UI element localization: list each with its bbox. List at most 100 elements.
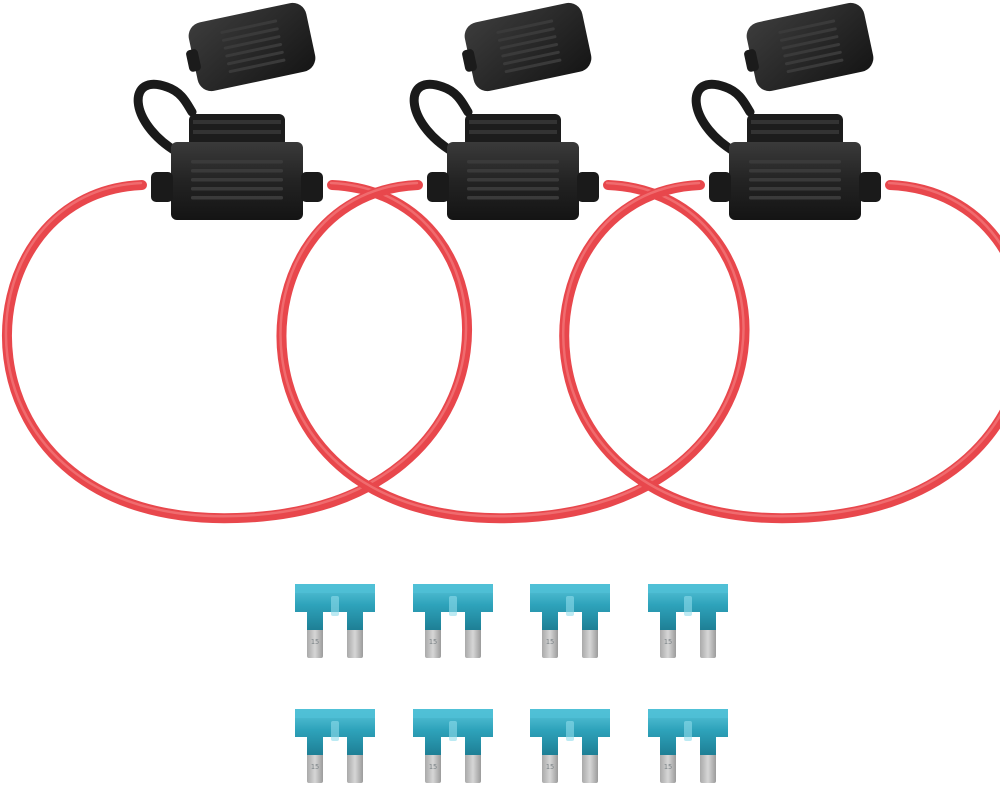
fuse-element	[684, 721, 692, 741]
blade-fuses: 15 15 15 15 15 15 15 15	[295, 584, 728, 783]
fuse-holder-3-wire-highlight	[562, 181, 1000, 518]
fuse-holder-1-cap-rib	[221, 27, 279, 42]
fuse-holder-2-grommet-left	[427, 172, 449, 202]
fuse-holder-2-cap-latch	[462, 49, 477, 72]
fuse-holder-2-grommet-right	[577, 172, 599, 202]
fuse-holder-1-cap-rib	[220, 19, 278, 34]
fuse-holder-3-cap-rib	[779, 27, 837, 42]
blade-fuse: 15	[530, 584, 610, 658]
fuse-top	[295, 709, 375, 718]
fuse-rating-label: 15	[311, 638, 319, 646]
fuse-holder-2-cap-rib	[496, 19, 554, 34]
fuse-holder-1	[133, 2, 323, 220]
fuse-holder-3-body-rib	[749, 178, 841, 182]
fuse-holder-1-neck-thread	[193, 130, 281, 134]
blade-fuse: 15	[648, 709, 728, 783]
fuse-rating-label: 15	[546, 763, 554, 771]
fuse-holder-2-body-rib	[467, 169, 559, 173]
fuse-rating-label: 15	[311, 763, 319, 771]
fuse-holder-3-cap-shell	[746, 2, 874, 92]
fuse-holder-3-tether	[691, 79, 755, 157]
blade-fuse: 15	[648, 584, 728, 658]
fuse-holder-1-cap-shell	[188, 2, 316, 92]
fuse-element	[566, 721, 574, 741]
fuse-holder-2-neck-thread	[469, 120, 557, 124]
fuse-rating-label: 15	[664, 763, 672, 771]
fuse-holder-1-grommet-left	[151, 172, 173, 202]
fuse-holder-2-neck-thread	[469, 130, 557, 134]
fuse-holder-1-body-rib	[191, 160, 283, 164]
blade-fuse: 15	[413, 584, 493, 658]
fuse-holder-2-cap-rib	[497, 27, 555, 42]
fuse-top	[295, 584, 375, 593]
fuse-holder-3-neck-thread	[751, 130, 839, 134]
blade-fuse: 15	[530, 709, 610, 783]
fuse-holder-3-body-rib	[749, 187, 841, 191]
fuse-holder-2	[409, 2, 599, 220]
fuse-holders	[133, 2, 881, 220]
fuse-rating-label: 15	[429, 638, 437, 646]
blade-fuse: 15	[413, 709, 493, 783]
fuse-holder-1-body-rib	[191, 187, 283, 191]
fuse-holder-1-wire	[2, 180, 472, 524]
fuse-holder-3-neck-thread	[751, 120, 839, 124]
fuse-top	[648, 584, 728, 593]
fuse-holder-2-body-rib	[467, 196, 559, 200]
fuse-holder-1-body-rib	[191, 178, 283, 182]
fuse-top	[648, 709, 728, 718]
fuse-holder-3-cap-rib	[781, 35, 839, 50]
fuse-holder-1-cap-rib	[223, 35, 281, 50]
fuse-holder-3-grommet-left	[709, 172, 731, 202]
fuse-holder-3	[691, 2, 881, 220]
fuse-rating-label: 15	[546, 638, 554, 646]
fuse-holder-2-body-rib	[467, 178, 559, 182]
fuse-holder-2-wire-highlight	[279, 181, 745, 518]
fuse-holder-3-cap	[744, 2, 874, 92]
fuse-top	[413, 584, 493, 593]
fuse-rating-label: 15	[664, 638, 672, 646]
fuse-top	[530, 584, 610, 593]
fuse-holder-3-cap-rib	[786, 58, 844, 74]
blade-fuse: 15	[295, 584, 375, 658]
fuse-holder-2-cap-rib	[501, 42, 559, 58]
fuse-holder-3-wire	[559, 180, 1000, 524]
fuse-element	[684, 596, 692, 616]
fuse-element	[449, 596, 457, 616]
fuse-element	[566, 596, 574, 616]
fuse-holder-2-cap-rib	[504, 58, 562, 74]
fuse-holder-1-tether	[133, 79, 197, 157]
fuse-holder-3-body-rib	[749, 160, 841, 164]
fuse-holder-2-cap	[462, 2, 592, 92]
fuse-holder-1-wire-highlight	[4, 181, 468, 518]
fuse-holder-3-grommet-right	[859, 172, 881, 202]
fuse-holder-2-wire	[276, 180, 750, 524]
fuse-holder-2-cap-rib	[502, 50, 560, 66]
fuse-holder-1-cap	[186, 2, 316, 92]
wire-loops	[2, 180, 1000, 524]
fuse-holder-1-body-rib	[191, 169, 283, 173]
fuse-holder-1-cap-rib	[226, 50, 284, 66]
fuse-holder-2-cap-shell	[464, 2, 592, 92]
fuse-holder-1-cap-latch	[186, 49, 201, 72]
fuse-holder-3-cap-latch	[744, 49, 759, 72]
fuse-holder-1-neck-thread	[193, 120, 281, 124]
fuse-element	[331, 721, 339, 741]
fuse-element	[331, 596, 339, 616]
blade-fuse: 15	[295, 709, 375, 783]
fuse-holder-2-body-rib	[467, 160, 559, 164]
fuse-holder-2-cap-rib	[499, 35, 557, 50]
fuse-holder-2-tether	[409, 79, 473, 157]
fuse-holder-3-cap-rib	[783, 42, 841, 58]
fuse-holder-3-body-rib	[749, 169, 841, 173]
fuse-holder-3-cap-rib	[784, 50, 842, 66]
fuse-holder-1-grommet-right	[301, 172, 323, 202]
fuse-holder-1-body-rib	[191, 196, 283, 200]
fuse-holder-2-body-rib	[467, 187, 559, 191]
fuse-top	[530, 709, 610, 718]
fuse-element	[449, 721, 457, 741]
fuse-holder-1-cap-rib	[228, 58, 286, 74]
fuse-holder-1-cap-rib	[225, 42, 283, 58]
fuse-top	[413, 709, 493, 718]
